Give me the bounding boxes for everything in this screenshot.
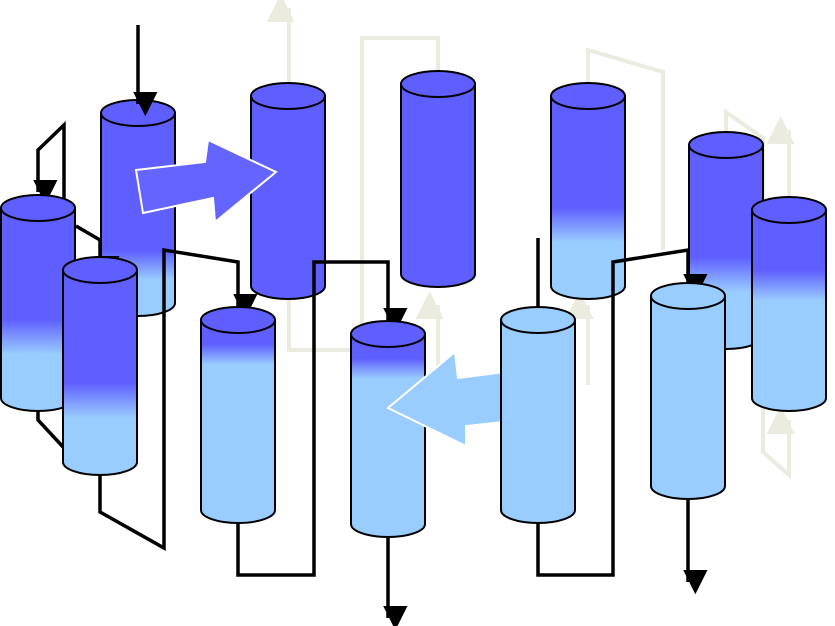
helix-top-cap xyxy=(62,256,138,284)
helix-body xyxy=(400,83,476,288)
helix-11 xyxy=(550,82,626,300)
helix-top-cap xyxy=(688,131,764,159)
helix-body xyxy=(250,95,326,300)
helix-body xyxy=(200,319,276,524)
helix-body xyxy=(550,95,626,300)
helix-top-cap xyxy=(751,196,827,224)
helix-top-cap xyxy=(0,194,76,222)
helix-10 xyxy=(400,70,476,288)
helix-5 xyxy=(200,306,276,524)
helix-body xyxy=(350,333,426,538)
helix-7 xyxy=(500,306,576,524)
helix-body xyxy=(650,295,726,500)
helix-2 xyxy=(0,194,76,412)
helix-scene xyxy=(0,25,827,626)
connector xyxy=(236,260,408,577)
helix-6 xyxy=(350,320,426,538)
helix-body xyxy=(751,209,827,412)
connector xyxy=(536,247,708,577)
helix-top-cap xyxy=(250,82,326,110)
helix-top-cap xyxy=(400,70,476,98)
back-connector xyxy=(287,36,440,352)
direction-arrow-right xyxy=(134,138,278,224)
helix-8 xyxy=(650,282,726,500)
connector xyxy=(98,247,258,551)
helix-top-cap xyxy=(500,306,576,334)
helix-top-cap xyxy=(650,282,726,310)
helix-13 xyxy=(751,196,827,412)
helix-body xyxy=(500,319,576,524)
connector xyxy=(33,120,66,208)
back-connector xyxy=(761,400,795,480)
helix-top-cap xyxy=(550,82,626,110)
helix-4 xyxy=(250,82,326,300)
helix-top-cap xyxy=(200,306,276,334)
helix-body xyxy=(62,269,138,476)
helix-top-cap xyxy=(350,320,426,348)
back-connector xyxy=(586,47,665,250)
helix-3 xyxy=(62,256,138,476)
